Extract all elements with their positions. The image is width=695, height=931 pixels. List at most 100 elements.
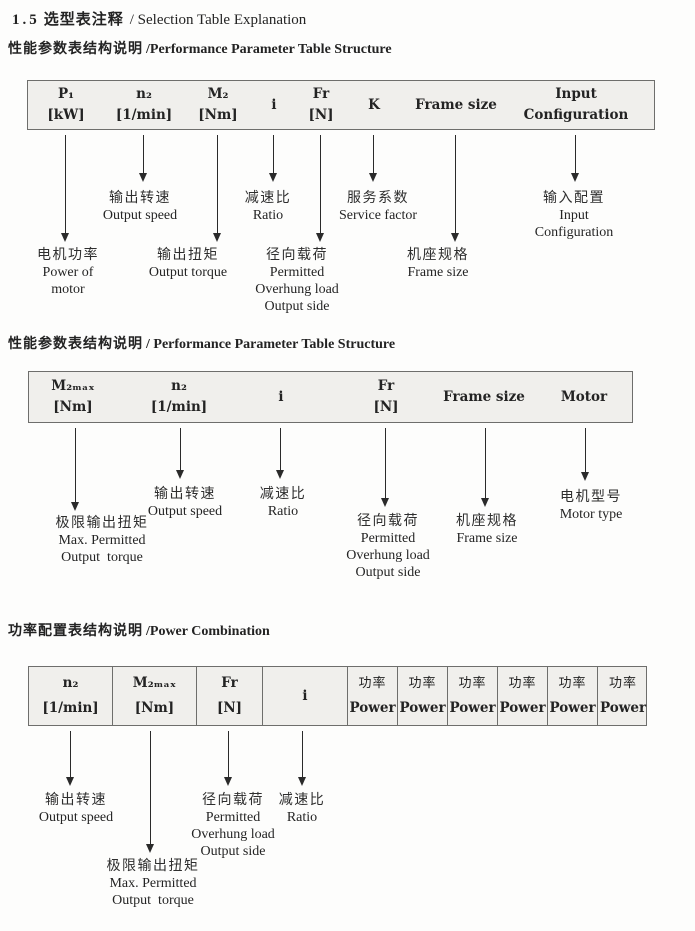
field-label: 机座规格 Frame size xyxy=(456,513,518,547)
header-cell-line: 功率 xyxy=(558,676,587,692)
header-cell-line: Power xyxy=(399,699,446,716)
field-label: 输出转速 Output speed xyxy=(103,190,177,224)
field-label-line: Service factor xyxy=(338,208,418,223)
field-label-line: 电机型号 xyxy=(559,489,622,505)
down-arrow xyxy=(213,135,221,242)
field-label-line: 输出转速 xyxy=(108,190,171,206)
field-label-line: 电机功率 xyxy=(37,247,99,263)
field-label-line: 机座规格 xyxy=(456,513,518,529)
field-label-line: Overhung load xyxy=(346,548,430,563)
field-label-line: Permitted xyxy=(269,265,325,280)
header-cell-line: [1/min] xyxy=(42,699,99,716)
field-label-line: Frame size xyxy=(456,531,518,546)
header-cell: Fr [N] xyxy=(308,81,333,129)
field-label-line: Output side xyxy=(355,565,421,580)
header-cell-line: Fr xyxy=(377,377,395,394)
field-label-line: 减速比 xyxy=(259,486,307,502)
field-label-line: 减速比 xyxy=(278,792,326,808)
field-label-line: 输出转速 xyxy=(44,792,107,808)
arrowhead-icon xyxy=(276,470,284,479)
down-arrow xyxy=(298,731,306,786)
field-label-line: 减速比 xyxy=(244,190,292,206)
header-cell-line: [1/min] xyxy=(150,399,208,416)
arrowhead-icon xyxy=(146,844,154,853)
field-label-line: 输出转速 xyxy=(153,486,216,502)
header-cell-line: Input xyxy=(555,86,597,102)
header-cell-line: Fr xyxy=(221,675,238,692)
down-arrow xyxy=(276,428,284,479)
header-cell-line: [N] xyxy=(308,107,334,123)
header-cell-line: [Nm] xyxy=(198,107,238,123)
header-cell: i xyxy=(271,81,276,129)
field-label-line: Output speed xyxy=(102,208,178,223)
section-heading: 性能参数表结构说明/ Performance Parameter Table S… xyxy=(8,333,395,353)
header-cell: Frame size xyxy=(443,372,525,422)
section-heading-en: /Power Combination xyxy=(146,624,270,639)
header-cell-line: Fr xyxy=(312,86,330,102)
down-arrow xyxy=(571,135,579,182)
field-label-line: Permitted xyxy=(205,810,261,825)
header-cell: n₂[1/min] xyxy=(116,81,172,129)
header-cell-line: [N] xyxy=(373,399,399,416)
field-label-line: Output torque xyxy=(112,893,194,908)
section-heading-zh: 性能参数表结构说明 xyxy=(8,336,143,352)
header-cell-line: 功率 xyxy=(608,676,637,692)
header-cell-line: i xyxy=(278,388,284,405)
header-cell-line: [1/min] xyxy=(115,107,173,123)
field-label-line: Input xyxy=(559,208,589,223)
header-cell-line: Frame size xyxy=(443,388,525,405)
header-cell-line: n₂ xyxy=(171,377,187,394)
field-label-line: motor xyxy=(51,282,85,297)
header-cell: M₂[Nm] xyxy=(198,81,237,129)
field-label-line: 输入配置 xyxy=(542,190,605,206)
arrowhead-icon xyxy=(298,777,306,786)
down-arrow xyxy=(369,135,377,182)
arrowhead-icon xyxy=(481,498,489,507)
header-cell: Frame size xyxy=(415,81,497,129)
arrowhead-icon xyxy=(66,777,74,786)
field-label-line: 极限输出扭矩 xyxy=(55,515,149,531)
arrowhead-icon xyxy=(139,173,147,182)
field-label-line: 径向载荷 xyxy=(357,513,419,529)
down-arrow xyxy=(269,135,277,182)
down-arrow xyxy=(316,135,324,242)
field-label-line: Frame size xyxy=(407,265,469,280)
arrowhead-icon xyxy=(316,233,324,242)
field-label-line: 径向载荷 xyxy=(266,247,328,263)
field-label-line: Max. Permitted xyxy=(58,533,146,548)
header-cell-line: Power xyxy=(449,699,496,716)
page-title-en: / Selection Table Explanation xyxy=(129,12,307,28)
arrowhead-icon xyxy=(61,233,69,242)
header-cell: M₂ₘₐₓ[Nm] xyxy=(113,667,197,725)
field-label: 输出转速 Output speed xyxy=(39,792,113,826)
down-arrow xyxy=(176,428,184,479)
arrowhead-icon xyxy=(369,173,377,182)
header-cell: n₂[1/min] xyxy=(29,667,113,725)
header-cell-line: M₂ₘₐₓ xyxy=(51,377,95,394)
arrowhead-icon xyxy=(381,498,389,507)
field-label-line: Ratio xyxy=(267,504,299,519)
header-cell: i xyxy=(263,667,348,725)
header-cell-line: [Nm] xyxy=(134,699,175,716)
field-label-line: 径向载荷 xyxy=(202,792,264,808)
header-cell: K xyxy=(368,81,380,129)
down-arrow xyxy=(146,731,154,853)
header-cell-line: [kW] xyxy=(47,107,85,123)
page-title-number: 1.5 xyxy=(12,12,40,28)
field-label-line: Max. Permitted xyxy=(109,876,197,891)
field-label-line: Output speed xyxy=(38,810,114,825)
down-arrow xyxy=(66,731,74,786)
field-label-line: Ratio xyxy=(252,208,284,223)
down-arrow xyxy=(139,135,147,182)
